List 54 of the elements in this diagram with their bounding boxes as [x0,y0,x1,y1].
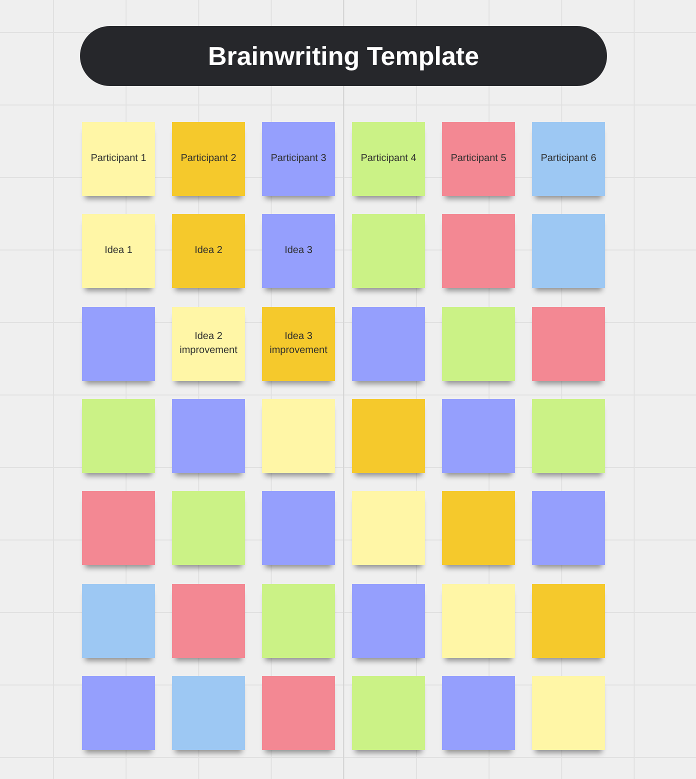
sticky-note [532,676,605,750]
sticky-note [262,676,335,750]
sticky-note [82,676,155,750]
sticky-note [352,122,425,196]
title-banner: Brainwriting Template [80,26,607,86]
sticky-note [172,214,245,288]
sticky-note [442,676,515,750]
sticky-note [172,122,245,196]
sticky-note [172,676,245,750]
note-text: Participant 6 [540,152,596,166]
sticky-note [82,214,155,288]
note-text: Idea 2 improvement [178,330,238,358]
sticky-note [532,214,605,288]
sticky-note [352,584,425,658]
sticky-note [262,398,335,473]
sticky-note [442,584,515,658]
sticky-note [532,491,605,566]
note-text: Participant 4 [360,152,416,166]
sticky-note [262,491,335,566]
sticky-note [172,306,245,381]
sticky-note [532,584,605,658]
note-text: Idea 3 improvement [268,330,328,358]
sticky-note [82,122,155,196]
sticky-note [262,214,335,288]
note-text: Idea 3 [284,244,312,258]
note-text: Participant 5 [450,152,506,166]
sticky-note [262,122,335,196]
sticky-note [352,491,425,566]
sticky-note [352,676,425,750]
sticky-note [352,398,425,473]
sticky-note [262,306,335,381]
sticky-note [442,491,515,566]
sticky-note [442,122,515,196]
note-text: Participant 3 [270,152,326,166]
sticky-note [82,398,155,473]
note-text: Idea 2 [194,244,222,258]
sticky-note [82,584,155,658]
sticky-note [532,398,605,473]
sticky-note [82,491,155,566]
note-text: Participant 1 [90,152,146,166]
sticky-note [532,306,605,381]
sticky-note [82,306,155,381]
sticky-note [352,306,425,381]
sticky-note [532,122,605,196]
sticky-note [172,398,245,473]
sticky-note [172,584,245,658]
sticky-note [352,214,425,288]
sticky-note [442,306,515,381]
sticky-note [172,491,245,566]
note-text: Participant 2 [180,152,236,166]
note-text: Idea 1 [104,244,132,258]
sticky-note [442,214,515,288]
sticky-note [262,584,335,658]
sticky-note [442,398,515,473]
